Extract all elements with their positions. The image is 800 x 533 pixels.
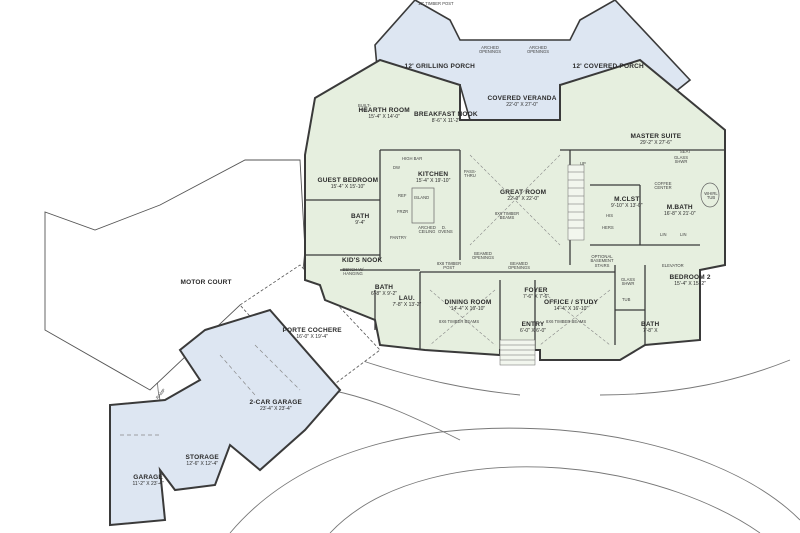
foyer-label: FOYER 7'-6" X 7'-6" <box>523 287 550 300</box>
kitchen-island <box>411 187 435 224</box>
whirl-tub <box>700 182 720 208</box>
high-bar-note: HIGH BAR <box>402 156 423 161</box>
optional-stairs-note: OPTIONAL BASEMENT STAIRS <box>590 254 614 268</box>
seat-note: SEAT <box>680 149 691 154</box>
great-room-beams-note: 8X6 TIMBER BEAMS <box>494 211 520 221</box>
master-bath-label: M.BATH 16'-8" X 21'-0" <box>664 204 696 217</box>
two-car-garage-label: 2-CAR GARAGE 23'-4" X 23'-4" <box>249 399 303 412</box>
guest-bath-label: BATH 9'-4" <box>351 213 370 226</box>
arched-openings-note-1: ARCHED OPENINGS <box>478 45 502 55</box>
covered-veranda-label: COVERED VERANDA 22'-0" X 27'-0" <box>487 95 557 108</box>
dining-beams-note: 8X6 TIMBER BEAMS <box>439 319 480 324</box>
stairs <box>567 164 585 241</box>
laundry-label: LAU. 7'-8" X 13'-2" <box>392 295 422 308</box>
hers-note: HERS <box>602 225 614 230</box>
kids-nook-label: KID'S NOOK <box>342 257 383 264</box>
frzr-note: FRZR <box>397 209 409 214</box>
kitchen-label: KITCHEN 15'-4" X 19'-10" <box>416 171 451 184</box>
garage-wing <box>109 308 342 527</box>
bench-note: BENCH W/ HANGING <box>342 267 364 277</box>
pass-thru-note: PASS-THRU <box>463 169 477 179</box>
arched-openings-note-2: ARCHED OPENINGS <box>526 45 550 55</box>
elevator-note: ELEVATOR <box>662 263 684 268</box>
entry-steps <box>499 339 536 366</box>
office-beams-note: 8X6 TIMBER BEAMS <box>546 319 587 324</box>
pantry-note: PANTRY <box>390 235 407 240</box>
garage-door-lines <box>120 344 301 436</box>
linen-note-1: LIN <box>660 232 667 237</box>
grilling-porch-label: 12' GRILLING PORCH <box>404 63 476 70</box>
garage-label: GARAGE 11'-2" X 23'-4" <box>132 474 164 487</box>
glass-shower-note-2: GLASS SHWR <box>621 277 635 287</box>
coffee-center-note: COFFEE CENTER <box>654 181 672 191</box>
motor-court-label: MOTOR COURT <box>180 279 232 286</box>
timber-beam-lines <box>429 154 611 346</box>
breakfast-nook-label: BREAKFAST NOOK 8'-6" X 11'-2" <box>414 111 478 124</box>
master-closet-label: M.CLST 9'-10" X 13'-0" <box>611 196 643 209</box>
bedroom2-bath-label: BATH 7'-8" X <box>641 321 660 334</box>
dw-note: DW <box>393 165 400 170</box>
great-room-label: GREAT ROOM 22'-0" X 22'-0" <box>500 189 547 202</box>
guest-bedroom-label: GUEST BEDROOM 15'-4" X 15'-10" <box>317 177 379 190</box>
arched-ceiling-note: ARCHED CEILING <box>418 225 436 235</box>
his-note: HIS <box>606 213 613 218</box>
linen-note-2: LIN <box>680 232 687 237</box>
master-suite-label: MASTER SUITE 29'-2" X 27'-6" <box>630 133 682 146</box>
covered-porch-label: 12' COVERED PORCH <box>572 63 644 70</box>
up-note: UP <box>580 161 586 166</box>
office-study-label: OFFICE / STUDY 14'-4" X 16'-10" <box>544 299 599 312</box>
bedroom2-label: BEDROOM 2 15'-4" X 15'-2" <box>669 274 711 287</box>
storage-label: STORAGE 12'-6" X 12'-4" <box>185 454 219 467</box>
timber-post-note: 12" TIMBER POST <box>418 1 454 6</box>
whirl-tub-note: WHIRL TUB <box>704 191 718 201</box>
dining-room-label: DINING ROOM 14'-4" X 16'-10" <box>444 299 492 312</box>
entry-label: ENTRY 6'-0" X 6'-0" <box>520 321 547 334</box>
interior-walls <box>305 149 725 350</box>
tub-note: TUB <box>622 297 631 302</box>
timber-post-note-2: 8X8 TIMBER POST <box>436 261 462 271</box>
small-bath-label: BATH 6'-8" X 9'-2" <box>371 284 398 297</box>
built-in-note: BUILT-INS <box>358 103 371 113</box>
ref-note: REF <box>398 193 407 198</box>
ovens-note: D. OVENS <box>438 225 453 235</box>
porte-cochere-area <box>239 264 381 396</box>
porte-cochere-label: PORTE COCHERE 16'-0" X 19'-4" <box>282 327 342 340</box>
beamed-openings-note-1: BEAMED OPENINGS <box>471 251 495 261</box>
main-house <box>304 58 726 361</box>
hearth-room-label: HEARTH ROOM 15'-4" X 14'-0" <box>358 107 410 120</box>
glass-shower-note: GLASS SHWR <box>674 155 688 165</box>
island-note: ISLAND <box>414 195 430 200</box>
beamed-openings-note-2: BEAMED OPENINGS <box>507 261 531 271</box>
